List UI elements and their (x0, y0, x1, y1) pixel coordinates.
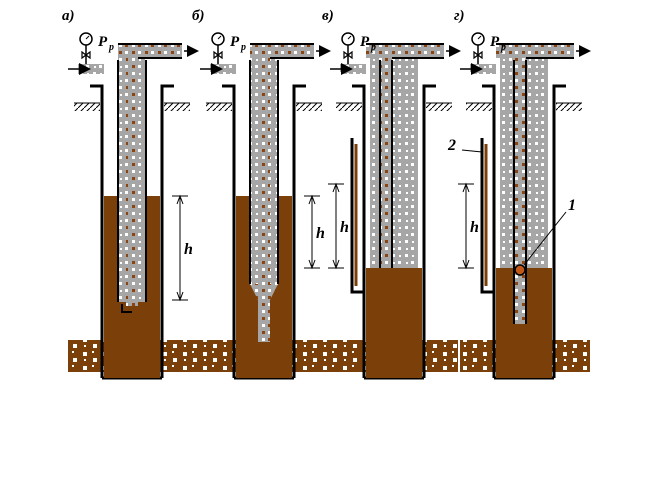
casing-wall-left (352, 86, 364, 378)
pressure-label: P (230, 34, 240, 50)
ground-hatch-right (164, 103, 190, 111)
callout-2-label: 2 (447, 137, 456, 154)
callout-1-label: 1 (568, 197, 576, 214)
panel-label: г) (454, 8, 465, 24)
aerated-annulus (370, 44, 418, 268)
outlet-pipe (118, 44, 182, 58)
pressure-subscript: р (370, 42, 376, 53)
sand-lift-tube (514, 44, 526, 324)
sand-lift-tube (126, 44, 138, 306)
ground-hatch-left (206, 103, 232, 111)
outlet-pipe (366, 44, 444, 58)
side-pipe (352, 138, 364, 292)
outlet-pipe (250, 44, 314, 58)
casing-wall-left (482, 86, 494, 378)
nozzle-marker (515, 265, 525, 275)
ground-hatch-left (466, 103, 492, 111)
casing-wall-right (294, 86, 306, 378)
height-label: h (340, 219, 349, 236)
pressure-label: P (98, 34, 108, 50)
sand-lift-tube (258, 44, 270, 312)
casing-wall-right (162, 86, 174, 378)
pressure-subscript: р (240, 42, 246, 53)
casing-wall-left (222, 86, 234, 378)
ground-hatch-left (336, 103, 362, 111)
height-label: h (470, 219, 479, 236)
ground-hatch-right (296, 103, 322, 111)
side-pipe (482, 138, 494, 292)
height-label: h (316, 225, 325, 242)
panel-label: в) (322, 8, 334, 24)
panel-label: б) (192, 8, 204, 24)
ground-hatch-right (426, 103, 452, 111)
ground-hatch-left (74, 103, 100, 111)
ground-hatch-right (556, 103, 582, 111)
pressure-label: P (360, 34, 370, 50)
fluid-column (366, 268, 422, 378)
pressure-label: P (490, 34, 500, 50)
nozzle-tail (258, 300, 270, 342)
sand-lift-tube (380, 44, 392, 268)
casing-wall-right (554, 86, 566, 378)
casing-wall-left (90, 86, 102, 378)
panel-label: а) (62, 8, 75, 24)
casing-wall-right (424, 86, 436, 378)
pressure-subscript: р (108, 42, 114, 53)
height-label: h (184, 241, 193, 258)
pressure-subscript: р (500, 42, 506, 53)
outlet-pipe (496, 44, 574, 58)
callout-line-2 (462, 150, 482, 152)
